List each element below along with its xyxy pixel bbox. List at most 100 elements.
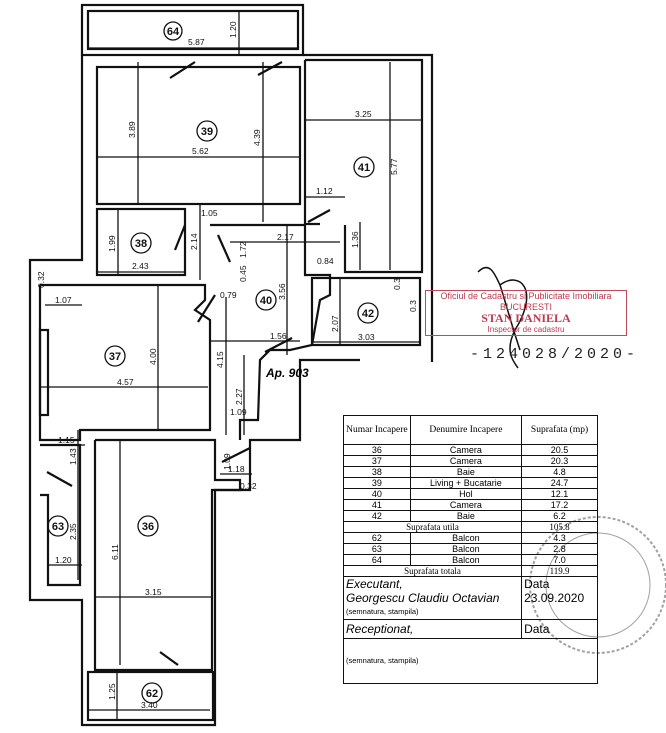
executant-date: 23.09.2020 bbox=[521, 591, 598, 605]
executant-row: Executant,Data bbox=[342, 576, 598, 591]
executant-label: Executant, bbox=[342, 576, 523, 591]
door-swings bbox=[46, 61, 331, 666]
cell: Balcon bbox=[409, 532, 523, 544]
dim-label: 0.32 bbox=[36, 271, 46, 288]
header-area: Suprafata (mp) bbox=[521, 415, 598, 445]
signature bbox=[477, 266, 528, 369]
cell: 17.2 bbox=[521, 499, 598, 511]
room-number: 62 bbox=[146, 688, 158, 700]
dim-label: 1.20 bbox=[55, 555, 72, 565]
dim-label: 4.00 bbox=[148, 348, 158, 365]
dim-label: 0.32 bbox=[240, 481, 257, 491]
date-label: Data bbox=[521, 576, 598, 591]
dim-label: 2.43 bbox=[132, 261, 149, 271]
cell: 42 bbox=[343, 510, 411, 522]
cell: 20.3 bbox=[521, 455, 598, 467]
room-number: 64 bbox=[167, 26, 180, 38]
room-number: 39 bbox=[201, 126, 213, 138]
ocpi-city: BUCURESTI bbox=[499, 302, 552, 312]
dim-label: 1.09 bbox=[230, 407, 247, 417]
cell: Baie bbox=[409, 510, 523, 522]
dim-label: 4.15 bbox=[215, 351, 225, 368]
cell: 6.2 bbox=[521, 510, 598, 522]
dimension-labels: 5.87 1.20 3.89 5.62 4.39 3.25 5.77 1.12 … bbox=[36, 21, 418, 710]
dim-label: 5.77 bbox=[389, 158, 399, 175]
dim-label: 0.79 bbox=[220, 290, 237, 300]
room-number: 42 bbox=[362, 308, 374, 320]
cell: 20.5 bbox=[521, 444, 598, 456]
dim-label: 1.05 bbox=[201, 208, 218, 218]
dimension-lines bbox=[40, 10, 422, 720]
cell: 40 bbox=[343, 488, 411, 500]
cell: 119.9 bbox=[521, 565, 598, 577]
dim-label: 4.57 bbox=[117, 377, 134, 387]
room-markers: 64 39 41 38 40 42 37 63 36 62 bbox=[47, 21, 379, 704]
dim-label: 6.11 bbox=[110, 544, 120, 560]
room-38-outline bbox=[95, 207, 187, 277]
dim-label: 1.43 bbox=[68, 448, 78, 465]
cell: 7.0 bbox=[521, 554, 598, 566]
cell: 105.8 bbox=[521, 521, 598, 533]
dim-label: 3.25 bbox=[355, 109, 372, 119]
dim-label: 4.39 bbox=[252, 129, 262, 146]
room-number: 41 bbox=[358, 162, 370, 174]
cell: Suprafata utila bbox=[342, 521, 523, 533]
cell: Suprafata totala bbox=[342, 565, 523, 577]
dim-label: 0.3 bbox=[408, 300, 418, 312]
cell: 4.3 bbox=[521, 532, 598, 544]
cell: Baie bbox=[409, 466, 523, 478]
sign-note: (semnatura, stampila) bbox=[343, 638, 598, 684]
cell: Balcon bbox=[409, 543, 523, 555]
balcony-64-outline bbox=[80, 3, 305, 57]
cell: 12.1 bbox=[521, 488, 598, 500]
dim-label: 2.27 bbox=[234, 388, 244, 405]
cell: 64 bbox=[343, 554, 411, 566]
header-name: Denumire Incapere bbox=[409, 415, 523, 445]
room-39-outline bbox=[95, 65, 302, 206]
dim-label: 1.99 bbox=[107, 235, 117, 252]
dim-label: 5.87 bbox=[188, 37, 205, 47]
room-number: 37 bbox=[109, 351, 121, 363]
dim-label: 1.36 bbox=[350, 231, 360, 248]
ocpi-role: Inspector de cadastru bbox=[487, 325, 565, 334]
dim-label: 3.40 bbox=[141, 700, 158, 710]
cell: Camera bbox=[409, 455, 523, 467]
room-42-outline bbox=[310, 276, 422, 347]
cell: 36 bbox=[343, 444, 411, 456]
dim-label: 1.18 bbox=[228, 464, 245, 474]
room-number: 63 bbox=[52, 521, 64, 533]
room-number: 38 bbox=[135, 238, 147, 250]
apartment-label: Ap. 903 bbox=[266, 366, 309, 380]
cell: 39 bbox=[343, 477, 411, 489]
cell: 38 bbox=[343, 466, 411, 478]
dim-label: 0.45 bbox=[238, 265, 248, 282]
header-nr: Numar Incapere bbox=[343, 415, 411, 445]
receptionat-label: Receptionat, bbox=[342, 619, 523, 639]
ocpi-office: Oficiul de Cadastru si Publicitate Imobi… bbox=[440, 291, 612, 301]
dim-label: 0.84 bbox=[317, 256, 334, 266]
dim-label: 3.56 bbox=[277, 283, 287, 300]
dim-label: 3.15 bbox=[145, 587, 162, 597]
dim-label: 1.25 bbox=[107, 683, 117, 700]
registration-number: -124028/2020- bbox=[470, 346, 640, 363]
sign-note: (semnatura, stampila) bbox=[342, 605, 523, 620]
cell: Hol bbox=[409, 488, 523, 500]
cell: Camera bbox=[409, 444, 523, 456]
dim-label: 1.09 bbox=[222, 453, 232, 470]
cell: Camera bbox=[409, 499, 523, 511]
ocpi-inspector-name: STAN DANIELA bbox=[481, 311, 571, 325]
rooms-table: Numar Incapere Denumire Incapere Suprafa… bbox=[342, 415, 598, 684]
room-number: 36 bbox=[142, 521, 154, 533]
receptionat-row: Receptionat,Data bbox=[342, 619, 598, 639]
dim-label: 2.14 bbox=[189, 233, 199, 250]
